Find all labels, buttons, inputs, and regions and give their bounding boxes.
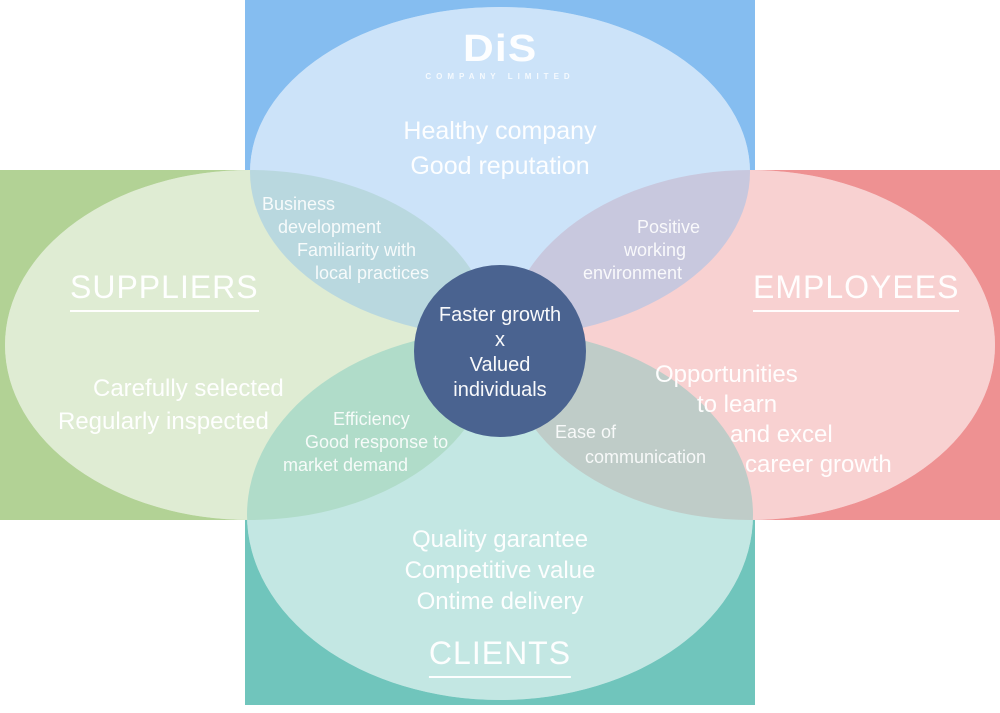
- logo-subtitle: COMPANY LIMITED: [425, 72, 575, 81]
- logo-wordmark: DiS: [462, 28, 538, 70]
- overlap-line: local practices: [315, 263, 430, 283]
- overlap-line: Business: [262, 194, 336, 214]
- company-logo: DiS COMPANY LIMITED: [0, 30, 1000, 81]
- company-value-line: Good reputation: [410, 152, 590, 180]
- clients-ellipse: [247, 330, 753, 700]
- clients-values: Quality garantee Competitive value Ontim…: [0, 524, 1000, 617]
- center-circle: [414, 265, 586, 437]
- overlap-line: working: [623, 240, 686, 260]
- overlap-line: market demand: [283, 455, 409, 475]
- center-line: Valued: [469, 354, 531, 376]
- clients-value-line: Competitive value: [404, 557, 596, 584]
- company-ellipse: [250, 7, 750, 337]
- employees-value-line: and excel: [730, 421, 833, 448]
- overlap-line: Familiarity with: [297, 240, 417, 260]
- center-line: x: [495, 329, 505, 351]
- overlap-line: development: [278, 217, 382, 237]
- clients-value-line: Quality garantee: [411, 526, 589, 553]
- center-line: Faster growth: [438, 304, 562, 326]
- overlap-line: Efficiency: [333, 409, 410, 429]
- overlap-company-employees: Positive working environment: [460, 216, 700, 285]
- employees-title: EMPLOYEES: [753, 269, 960, 313]
- suppliers-ellipse: [5, 170, 495, 520]
- suppliers-values: Carefully selected Regularly inspected: [58, 372, 284, 438]
- employees-value-line: Opportunities: [655, 361, 798, 388]
- center-line: individuals: [453, 379, 547, 401]
- overlap-suppliers-company: Business development Familiarity with lo…: [262, 193, 429, 285]
- employees-value-line: to learn: [697, 391, 778, 418]
- clients-title: CLIENTS: [428, 635, 572, 679]
- suppliers-value-line: Carefully selected: [93, 375, 284, 402]
- overlap-line: communication: [585, 447, 707, 467]
- employees-ellipse: [505, 170, 995, 520]
- employees-values: Opportunities to learn and excel career …: [655, 360, 892, 480]
- overlap-line: Good response to: [305, 432, 449, 452]
- overlap-line: environment: [582, 263, 682, 283]
- center-statement: Faster growth x Valued individuals: [404, 303, 596, 403]
- suppliers-title: SUPPLIERS: [70, 269, 259, 313]
- overlap-clients-employees: Ease of communication: [555, 420, 706, 470]
- overlap-suppliers-clients: Efficiency Good response to market deman…: [283, 408, 448, 477]
- suppliers-value-line: Regularly inspected: [58, 408, 269, 435]
- clients-ellipse-base: [247, 330, 753, 700]
- clients-value-line: Ontime delivery: [416, 588, 584, 615]
- company-values: Healthy company Good reputation: [0, 114, 1000, 184]
- overlap-line: Ease of: [555, 422, 617, 442]
- employees-value-line: career growth: [745, 451, 892, 478]
- company-value-line: Healthy company: [403, 117, 597, 145]
- overlap-line: Positive: [636, 217, 700, 237]
